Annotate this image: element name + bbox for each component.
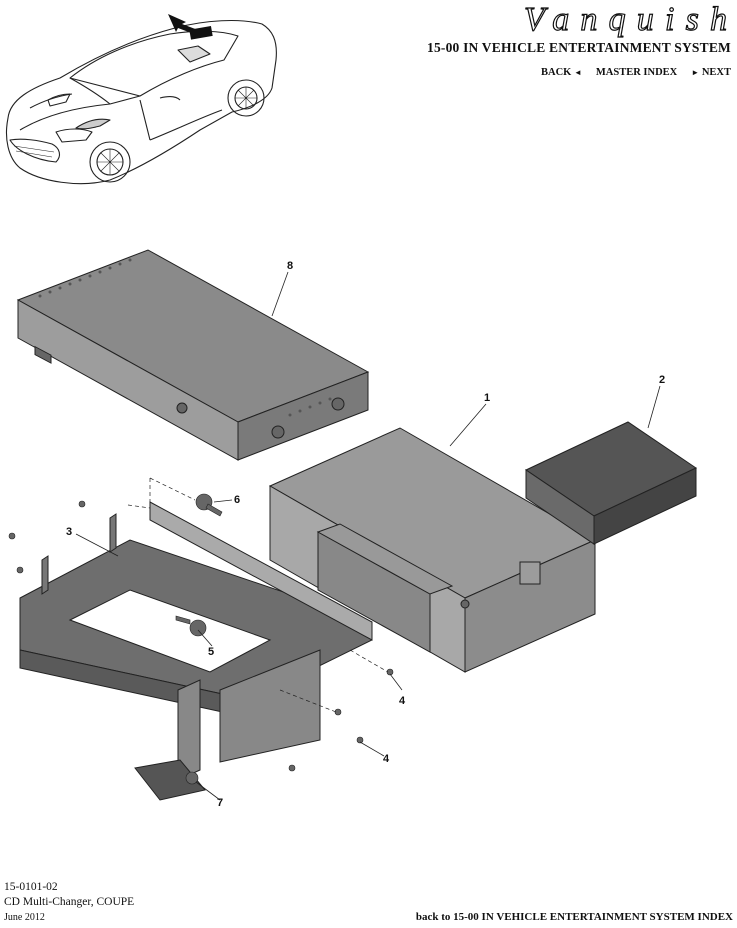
back-arrow-icon: ◄ [573,68,582,77]
part-8-amplifier-unit [16,249,370,461]
callout-3: 3 [66,526,72,538]
part-name: CD Multi-Changer, COUPE [4,896,135,908]
callout-4b: 4 [383,753,390,765]
publication-date: June 2012 [4,912,45,923]
exploded-parts-diagram: 8 1 2 6 3 5 4 4 7 [8,249,698,809]
next-label: NEXT [701,67,731,78]
part-code: 15-0101-02 [4,881,58,893]
vanquish-logo: Vanquish [523,2,728,38]
section-title: 15-00 IN VEHICLE ENTERTAINMENT SYSTEM [427,40,731,55]
next-link[interactable]: ► NEXT [691,67,731,78]
part-3-mounting-bracket [19,501,373,801]
back-label: BACK [540,67,572,78]
callout-5: 5 [208,646,214,658]
master-index-link[interactable]: MASTER INDEX [595,67,678,78]
next-arrow-icon: ► [691,68,700,77]
logo-text: Vanquish [524,2,728,38]
back-to-index-link[interactable]: back to 15-00 IN VEHICLE ENTERTAINMENT S… [415,911,733,923]
callout-2: 2 [659,374,665,386]
footer-part-info: 15-0101-02 CD Multi-Changer, COUPE June … [4,880,134,925]
fasteners [8,493,394,785]
page-navigation: BACK ◄ MASTER INDEX ► NEXT [541,67,731,78]
car-locator-illustration [5,14,277,185]
back-link[interactable]: BACK ◄ [541,67,582,78]
callout-4a: 4 [399,695,406,707]
callout-1: 1 [484,392,490,404]
part-2-pad [524,421,698,545]
callout-7: 7 [217,797,223,809]
part-1-cd-changer [268,427,597,673]
callout-8: 8 [287,260,293,272]
callout-6: 6 [234,494,240,506]
